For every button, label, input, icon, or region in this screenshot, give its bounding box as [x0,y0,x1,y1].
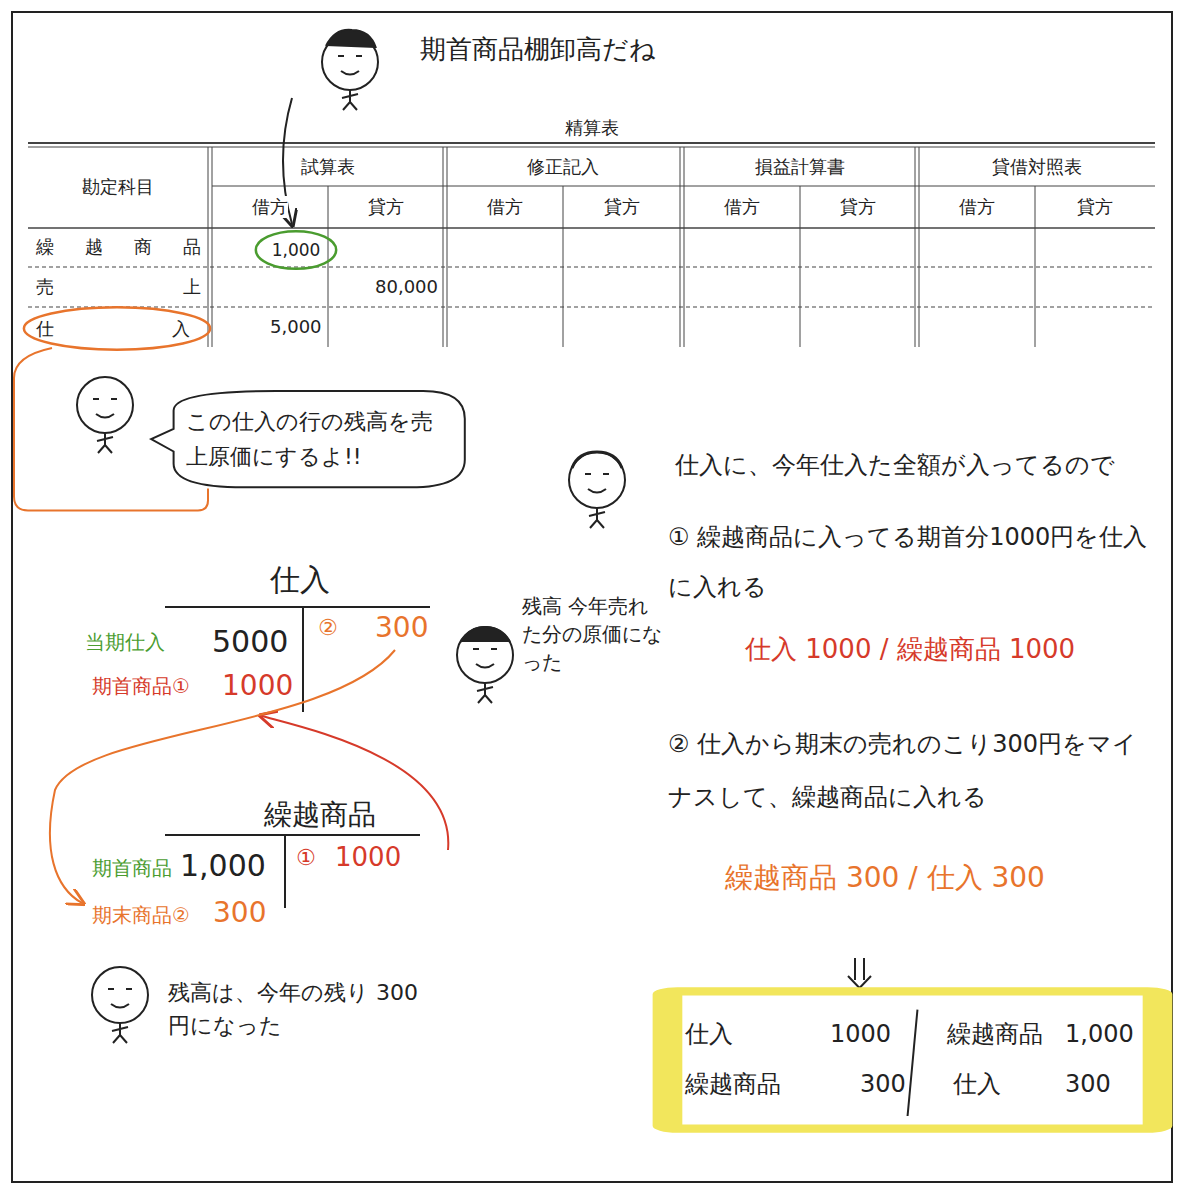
handwritten-note: 期首商品棚卸高だね [420,34,656,65]
handwritten-note: 期首商品 [92,856,172,880]
handwritten-note: 期末商品② [92,903,190,927]
column-header: 貸方 [1077,196,1113,218]
frame [12,12,1172,1182]
handwritten-note: 繰越商品 300 / 仕入 300 [725,861,1045,895]
handwritten-note: 当期仕入 [85,630,165,654]
table-cell: 5,000 [270,316,322,338]
handwritten-note: ① 繰越商品に入ってる期首分1000円を仕入に入れる [668,512,1148,613]
column-header: 修正記入 [527,156,599,178]
handwritten-note: ① [296,845,316,871]
handwritten-note: 300 [213,896,266,930]
column-header: 勘定科目 [82,176,154,198]
handwritten-note: 5000 [212,624,288,660]
table-cell: 売上 [36,276,201,298]
journal-entry-box: 仕入 1000 繰越商品 1,000 繰越商品 300 仕入 300 [665,990,1160,1130]
handwritten-note: 仕入 1000 / 繰越商品 1000 [745,634,1075,665]
column-header: 借方 [487,196,523,218]
journal-text: 1000 [830,1020,891,1049]
handwritten-note: 仕入に、今年仕入た全額が入ってるので [675,451,1115,480]
column-header: 貸方 [368,196,404,218]
journal-text: 仕入 [685,1020,733,1049]
column-header: 貸方 [604,196,640,218]
column-header: 損益計算書 [755,156,845,178]
handwritten-note: 300 [375,611,428,645]
journal-text: 仕入 [953,1070,1001,1099]
journal-text: 300 [860,1070,906,1099]
circled-amount: 1,000 [255,230,337,270]
node-outline [665,990,1160,1130]
node-text: 仕入 [36,317,190,341]
circled-account: 仕入 [22,306,212,351]
node-text: 1,000 [272,240,321,260]
column-header: 貸借対照表 [992,156,1082,178]
handwritten-note: ② [318,615,338,641]
journal-text: 繰越商品 [947,1020,1043,1049]
column-header: 借方 [724,196,760,218]
character [77,30,625,1043]
table-cell: 繰越商品 [36,236,201,258]
journal-text: 1,000 [1065,1020,1134,1049]
table-cell: 80,000 [375,276,438,298]
journal-text: 繰越商品 [685,1070,781,1099]
speech-bubble: この仕入の行の残高を売上原価にするよ!! [148,388,468,490]
handwritten-note: 1,000 [180,848,266,884]
table-title: 精算表 [565,117,619,139]
handwritten-note: 残高は、今年の残り 300円になった [168,976,418,1042]
column-header: 貸方 [840,196,876,218]
node-text: この仕入の行の残高を売上原価にするよ!! [186,404,448,474]
transfer-arrow [262,716,448,850]
node-outline [148,388,468,490]
handwritten-note: 繰越商品 [264,798,376,832]
handwritten-note: 1000 [335,842,401,873]
handwritten-note: 仕入 [270,562,330,598]
down-arrow [848,958,871,988]
handwritten-note: 残高 今年売れた分の原価になった [522,592,667,676]
journal-text: 300 [1065,1070,1111,1099]
column-header: 借方 [959,196,995,218]
handwritten-note: 1000 [222,669,293,703]
column-header: 試算表 [301,156,355,178]
handwritten-note: ② 仕入から期末の売れのこり300円をマイナスして、繰越商品に入れる [668,718,1138,824]
t-account [165,607,430,908]
column-header: 借方 [252,196,288,218]
handwritten-note: 期首商品① [92,674,190,698]
